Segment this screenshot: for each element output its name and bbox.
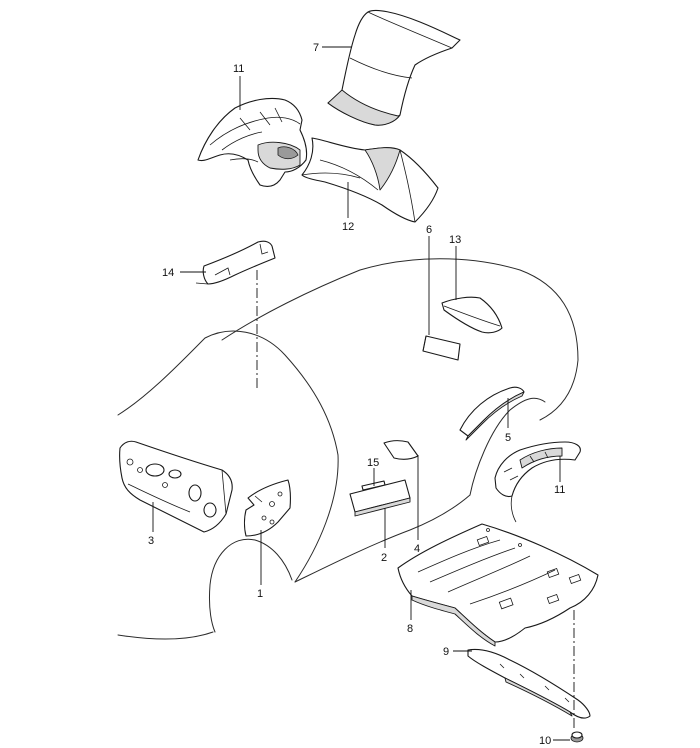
callout-1: 1	[257, 588, 263, 600]
part-3-firewall-insulation	[119, 440, 233, 533]
callout-12: 12	[342, 221, 354, 233]
part-6-insulation-block	[422, 335, 461, 361]
callout-11-lower: 11	[554, 484, 565, 496]
callout-13: 13	[449, 234, 461, 246]
part-2-insulation-panel	[349, 479, 411, 517]
part-13-insulation-pad	[441, 296, 503, 334]
part-11-upper-wheelhouse-insulation	[197, 97, 308, 187]
callout-labels: 7 11 12 14 6 13 5 11 15 2 4 3 1 8 9 10	[148, 42, 565, 747]
callout-15: 15	[367, 457, 379, 469]
callout-6: 6	[426, 224, 432, 236]
car-body-outline	[117, 258, 579, 640]
part-12-tunnel-insulation	[301, 137, 439, 223]
callout-7: 7	[313, 42, 319, 54]
callout-8: 8	[407, 623, 413, 635]
part-14-bracket-pad	[195, 240, 276, 285]
callout-2: 2	[381, 552, 387, 564]
callout-14: 14	[162, 267, 174, 279]
callout-9: 9	[443, 646, 449, 658]
part-8-floor-insulation	[397, 523, 599, 647]
part-5-wheel-arch-strip	[459, 386, 525, 441]
callout-10: 10	[539, 735, 551, 747]
part-4-insulation-pad	[383, 440, 419, 460]
leader-lines	[152, 46, 570, 741]
part-1-insulation-panel	[243, 479, 291, 537]
callout-3: 3	[148, 535, 154, 547]
part-9-rear-strip	[467, 648, 591, 719]
part-10-clip	[570, 731, 584, 743]
callout-11-upper: 11	[233, 63, 244, 75]
assembly-centerlines	[256, 270, 575, 730]
part-7-insulation-panel	[327, 9, 461, 126]
callout-4: 4	[414, 543, 420, 555]
part-11-lower-wheelhouse-insulation	[494, 441, 581, 523]
callout-5: 5	[505, 432, 511, 444]
